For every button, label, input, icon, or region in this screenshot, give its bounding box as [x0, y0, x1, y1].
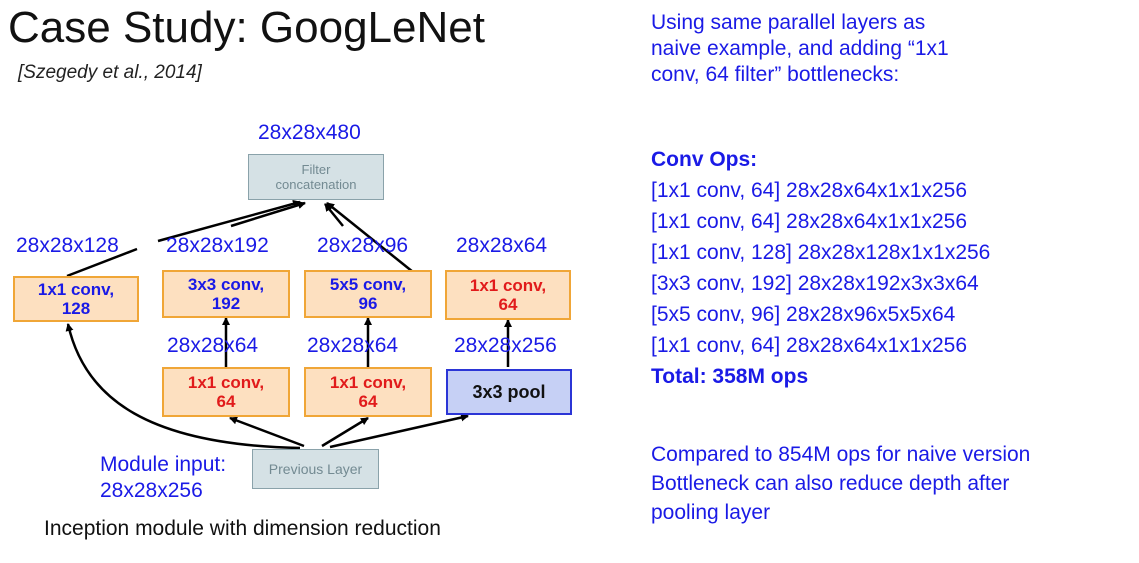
conv-3x3-192-box: 3x3 conv, 192	[162, 270, 290, 318]
branch-dim-192: 28x28x192	[166, 234, 269, 257]
concat-box-line1: Filter	[301, 162, 331, 177]
conv-ops-section: Conv Ops: [1x1 conv, 64] 28x28x64x1x1x25…	[651, 144, 990, 392]
reduce-b-line1: 1x1 conv,	[329, 373, 407, 392]
conv-1x1-128-box: 1x1 conv, 128	[13, 276, 139, 322]
note-line-1: Compared to 854M ops for naive version	[651, 443, 1031, 466]
mid-dim-2: 28x28x64	[307, 334, 399, 357]
reduce-b-line2: 64	[358, 392, 378, 411]
conv-5x5-96-line2: 96	[358, 294, 378, 313]
conv-ops-heading: Conv Ops:	[651, 148, 758, 171]
previous-layer-box: Previous Layer	[252, 449, 379, 489]
mid-dim-3: 28x28x256	[454, 334, 557, 357]
edge-192-to-concat	[230, 201, 306, 228]
intro-line-2: naive example, and adding “1x1	[651, 37, 949, 60]
note-line-2: Bottleneck can also reduce depth after	[651, 472, 1010, 495]
reduce-a-line1: 1x1 conv,	[187, 373, 265, 392]
conv-ops-line: [1x1 conv, 128] 28x28x128x1x1x256	[651, 241, 991, 264]
branch-dim-128: 28x28x128	[16, 234, 119, 257]
conv-1x1-64-line2: 64	[498, 295, 518, 314]
conv-1x1-64-line1: 1x1 conv,	[469, 276, 547, 295]
diagram-edges	[65, 199, 512, 450]
concat-dim-label: 28x28x480	[258, 121, 361, 144]
intro-line-1: Using same parallel layers as	[651, 11, 926, 34]
edge-prev-to-128	[65, 323, 301, 450]
intro-text: Using same parallel layers as naive exam…	[651, 10, 949, 88]
edge-128-to-concat-upper	[157, 199, 301, 243]
slide-title: Case Study: GoogLeNet	[8, 3, 485, 52]
edge-prev-to-reduce1	[229, 416, 305, 448]
notes-text: Compared to 854M ops for naive version B…	[651, 440, 1030, 527]
filter-concatenation-box: Filter concatenation	[248, 154, 384, 200]
mid-dim-1: 28x28x64	[167, 334, 259, 357]
conv-1x1-128-line2: 128	[61, 299, 91, 318]
reduce-1x1-64-box-a: 1x1 conv, 64	[162, 367, 290, 417]
conv-ops-line: [1x1 conv, 64] 28x28x64x1x1x256	[651, 210, 967, 233]
intro-line-3: conv, 64 filter” bottlenecks:	[651, 63, 900, 86]
previous-layer-label: Previous Layer	[268, 460, 363, 477]
edge-prev-to-reduce2	[321, 416, 369, 448]
conv-5x5-96-box: 5x5 conv, 96	[304, 270, 432, 318]
conv-3x3-192-line1: 3x3 conv,	[187, 275, 265, 294]
conv-ops-line: [1x1 conv, 64] 28x28x64x1x1x256	[651, 334, 967, 357]
pool-3x3-box: 3x3 pool	[446, 369, 572, 415]
concat-box-line2: concatenation	[275, 177, 357, 192]
edge-prev-to-pool	[329, 413, 469, 449]
citation: [Szegedy et al., 2014]	[18, 62, 202, 83]
reduce-1x1-64-box-b: 1x1 conv, 64	[304, 367, 432, 417]
conv-1x1-128-line1: 1x1 conv,	[37, 280, 115, 299]
branch-dim-96: 28x28x96	[317, 234, 409, 257]
branch-dim-64: 28x28x64	[456, 234, 548, 257]
conv-5x5-96-line1: 5x5 conv,	[329, 275, 407, 294]
conv-3x3-192-line2: 192	[211, 294, 241, 313]
conv-ops-line: [5x5 conv, 96] 28x28x96x5x5x64	[651, 303, 956, 326]
conv-ops-line: [1x1 conv, 64] 28x28x64x1x1x256	[651, 179, 967, 202]
conv-1x1-64-box: 1x1 conv, 64	[445, 270, 571, 320]
reduce-a-line2: 64	[216, 392, 236, 411]
conv-ops-total: Total: 358M ops	[651, 365, 809, 388]
pool-label: 3x3 pool	[472, 381, 546, 402]
edge-128-to-concat	[66, 247, 138, 278]
module-input-label: Module input:	[100, 453, 227, 476]
module-input-dim: 28x28x256	[100, 479, 203, 502]
conv-ops-line: [3x3 conv, 192] 28x28x192x3x3x64	[651, 272, 979, 295]
diagram-caption: Inception module with dimension reductio…	[44, 517, 441, 540]
note-line-3: pooling layer	[651, 501, 771, 524]
edge-64-to-concat	[326, 202, 419, 277]
